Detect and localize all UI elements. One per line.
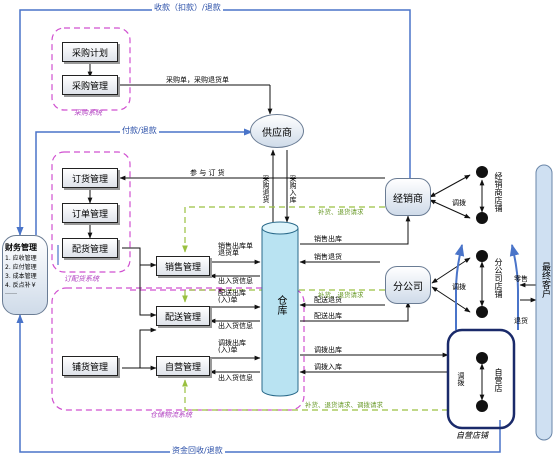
sales-mgmt-box[interactable]: 销售管理 bbox=[156, 256, 210, 276]
self-store-group bbox=[446, 328, 516, 430]
shop-dot[interactable] bbox=[476, 400, 488, 412]
warehouse-cylinder bbox=[261, 221, 299, 397]
money-top-label: 收款（扣款）/退款 bbox=[152, 3, 223, 12]
shops-bracket-left bbox=[454, 243, 465, 330]
dist-out-arrow bbox=[300, 301, 411, 322]
order-dist-system-label: 订配货系统 bbox=[64, 275, 99, 283]
shop-dot[interactable] bbox=[476, 306, 488, 318]
retail-label: 零售 bbox=[514, 275, 528, 283]
branch-to-shops-2 bbox=[431, 286, 471, 313]
sales-out-arrow bbox=[300, 215, 411, 245]
purchase-in-label: 采购入库 bbox=[289, 175, 297, 203]
money-pay-flow bbox=[35, 128, 253, 235]
dist-to-delivery-arrow bbox=[139, 265, 157, 318]
request-flow-2 bbox=[182, 289, 385, 303]
end-customer-label: 最终客户 bbox=[540, 262, 550, 298]
dist-to-sales-arrow bbox=[122, 247, 157, 268]
delivery-info-label: 出入货信息 bbox=[218, 322, 253, 330]
delivery-mgmt-box[interactable]: 配送管理 bbox=[156, 306, 210, 326]
warehouse-system-group bbox=[51, 287, 305, 411]
delivery-docs-label: 配送出库 (入)单 bbox=[218, 289, 246, 304]
sales-info-label: 出入货信息 bbox=[218, 277, 253, 285]
ordering-mgmt-box[interactable]: 订单管理 bbox=[62, 203, 118, 223]
finance-title: 财务管理 bbox=[5, 243, 37, 252]
self-mgmt-box[interactable]: 自营管理 bbox=[156, 356, 210, 376]
warehouse-system-label: 仓储物流系统 bbox=[150, 411, 192, 419]
shop-dot[interactable] bbox=[476, 166, 488, 178]
return-label: 退货 bbox=[514, 317, 528, 325]
request-flow-3 bbox=[182, 379, 448, 411]
self-shops-label: 自营店 bbox=[494, 368, 503, 392]
money-bottom-flow bbox=[16, 314, 501, 453]
branch-to-shops bbox=[431, 257, 471, 284]
finance-item: …… bbox=[5, 289, 17, 296]
branch-shops-label: 分公司店铺 bbox=[494, 258, 503, 298]
distributor-to-shops bbox=[429, 174, 471, 198]
request-label-3: 补货、退货请求、调拨请求 bbox=[305, 401, 383, 409]
end-customer-bar bbox=[535, 164, 553, 441]
warehouse-label: 仓库 bbox=[275, 295, 286, 315]
shop-dot[interactable] bbox=[476, 352, 488, 364]
dist-mgmt-box[interactable]: 配货管理 bbox=[62, 238, 118, 258]
supplier-node[interactable]: 供应商 bbox=[250, 114, 304, 148]
request-label-2: 补货、退货请求 bbox=[318, 291, 364, 299]
finance-item: 3. 成本管理 bbox=[5, 273, 37, 280]
transfer-b-label: 调拨 bbox=[452, 283, 466, 291]
sales-docs-label: 销售出库单 退货单 bbox=[218, 242, 253, 257]
shop-dot[interactable] bbox=[476, 212, 488, 224]
order-dist-system-group bbox=[51, 151, 131, 273]
finance-item: 2. 应付管理 bbox=[5, 264, 37, 271]
request-label-1: 补货、退货请求 bbox=[318, 208, 364, 216]
replen-mgmt-box[interactable]: 铺货管理 bbox=[62, 356, 118, 376]
ordering-label: 参 与 订 货 bbox=[190, 169, 225, 177]
self-to-delivery-arrow bbox=[139, 327, 157, 368]
purchase-order-label: 采购单，采购退货单 bbox=[166, 76, 229, 84]
distributor-node[interactable]: 经销商 bbox=[385, 178, 431, 216]
transfer-in-label: 调拨入库 bbox=[314, 363, 342, 371]
purchase-plan-box[interactable]: 采购计划 bbox=[62, 42, 118, 62]
finance-item: 4. 反点补￥ bbox=[5, 282, 37, 289]
self-docs-label: 调拨出库 (入)单 bbox=[218, 339, 246, 354]
transfer-c-label: 调拨 bbox=[457, 372, 465, 386]
money-pay-label: 付款/退款 bbox=[120, 126, 159, 135]
money-bottom-label: 资金回收/退款 bbox=[170, 446, 225, 455]
sales-out-label: 销售出库 bbox=[314, 235, 342, 243]
dist-return-label: 配送退货 bbox=[314, 296, 342, 304]
request-flow-1 bbox=[182, 206, 385, 253]
purchase-return-label: 采购退货 bbox=[262, 175, 270, 203]
transfer-a-label: 调拨 bbox=[452, 199, 466, 207]
dist-shops-label: 经销商店铺 bbox=[494, 172, 503, 212]
finance-panel[interactable]: 财务管理 1. 应收管理 2. 应付管理 3. 成本管理 4. 反点补￥ …… bbox=[2, 235, 48, 315]
distributor-to-shops-2 bbox=[429, 199, 471, 219]
sales-return-label: 销售退货 bbox=[314, 253, 342, 261]
shops-bracket-right bbox=[509, 243, 520, 330]
finance-item: 1. 应收管理 bbox=[5, 255, 37, 262]
transfer-out-label: 调拨出库 bbox=[314, 346, 342, 354]
purchase-system-label: 采购系统 bbox=[74, 109, 102, 117]
dist-out-label: 配送出库 bbox=[314, 312, 342, 320]
self-store-group-label: 自营店铺 bbox=[456, 431, 488, 440]
branch-node[interactable]: 分公司 bbox=[385, 266, 431, 304]
shop-dot[interactable] bbox=[476, 250, 488, 262]
self-info-label: 出入货信息 bbox=[218, 374, 253, 382]
order-mgmt-box[interactable]: 订货管理 bbox=[62, 168, 118, 188]
purchase-system-group bbox=[51, 27, 131, 111]
purchase-mgmt-box[interactable]: 采购管理 bbox=[62, 75, 118, 95]
